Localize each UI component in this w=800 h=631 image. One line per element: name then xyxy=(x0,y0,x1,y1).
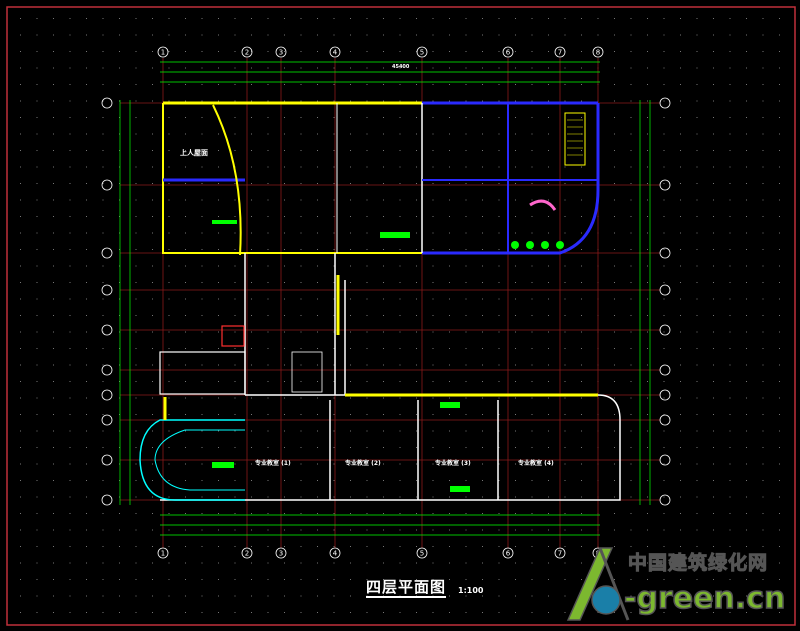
axis-bubble: 8 xyxy=(592,547,604,559)
axis-bubble: 2 xyxy=(241,46,253,58)
axis-bubble-row xyxy=(659,97,671,109)
axis-bubble-row xyxy=(101,494,113,506)
axis-bubble-row xyxy=(659,364,671,376)
axis-bubble: 3 xyxy=(275,547,287,559)
svg-text:4: 4 xyxy=(333,550,338,558)
svg-text:3: 3 xyxy=(279,49,283,57)
svg-text:7: 7 xyxy=(558,550,562,558)
axis-bubble: 7 xyxy=(554,46,566,58)
axis-bubble-row xyxy=(101,389,113,401)
overall-dimension: 45400 xyxy=(392,64,410,70)
axis-bubble: 5 xyxy=(416,46,428,58)
axis-bubble: 5 xyxy=(416,547,428,559)
axis-bubble: 3 xyxy=(275,46,287,58)
axis-bubble-row xyxy=(659,414,671,426)
room-label-classroom-4: 专业教室 (4) xyxy=(518,460,554,467)
room-label-classroom-2: 专业教室 (2) xyxy=(345,460,381,467)
svg-text:3: 3 xyxy=(279,550,283,558)
axis-bubble-row xyxy=(101,454,113,466)
axis-bubble-row xyxy=(659,324,671,336)
watermark-line1: 中国建筑绿化网 xyxy=(627,552,769,575)
svg-text:5: 5 xyxy=(420,550,424,558)
svg-text:5: 5 xyxy=(420,49,424,57)
axis-bubble-row xyxy=(659,284,671,296)
svg-text:6: 6 xyxy=(506,550,511,558)
axis-bubble: 4 xyxy=(329,547,341,559)
svg-text:8: 8 xyxy=(596,550,600,558)
axis-bubble-row xyxy=(101,364,113,376)
svg-text:6: 6 xyxy=(506,49,511,57)
svg-text:4: 4 xyxy=(333,49,338,57)
axis-bubble-row xyxy=(101,179,113,191)
axis-bubble: 4 xyxy=(329,46,341,58)
svg-text:2: 2 xyxy=(245,49,249,57)
axis-bubble-row xyxy=(101,97,113,109)
drawing-border xyxy=(6,6,796,626)
axis-bubble-row xyxy=(659,247,671,259)
svg-text:7: 7 xyxy=(558,49,562,57)
svg-text:2: 2 xyxy=(245,550,249,558)
room-label-classroom-1: 专业教室 (1) xyxy=(255,460,291,467)
room-label-roof-terrace: 上人屋面 xyxy=(180,149,208,157)
drawing-scale: 1:100 xyxy=(458,586,484,595)
axis-bubble: 2 xyxy=(241,547,253,559)
axis-bubble-row xyxy=(101,414,113,426)
axis-bubbles: 1 1 2 2 3 3 4 4 5 5 6 6 7 7 8 8 xyxy=(101,46,671,559)
svg-text:1: 1 xyxy=(161,550,165,558)
axis-bubble-row xyxy=(101,284,113,296)
axis-bubble-row xyxy=(659,454,671,466)
dimension-lines xyxy=(119,61,651,536)
room-label-classroom-3: 专业教室 (3) xyxy=(435,460,471,467)
axis-bubble-row xyxy=(101,324,113,336)
svg-text:1: 1 xyxy=(161,49,165,57)
axis-bubble-row xyxy=(101,247,113,259)
axis-bubble: 1 xyxy=(157,547,169,559)
axis-bubble: 1 xyxy=(157,46,169,58)
axis-bubble: 7 xyxy=(554,547,566,559)
axis-bubble-row xyxy=(659,494,671,506)
watermark-line2: -green.cn xyxy=(623,581,786,617)
axis-bubble: 6 xyxy=(502,547,514,559)
svg-text:8: 8 xyxy=(596,49,600,57)
axis-bubble-row xyxy=(659,389,671,401)
axis-bubble-row xyxy=(659,179,671,191)
snap-grid-dots xyxy=(20,18,780,613)
axis-bubble: 8 xyxy=(592,46,604,58)
axis-bubble: 6 xyxy=(502,46,514,58)
axis-grid-lines xyxy=(120,58,660,548)
walls xyxy=(139,101,621,501)
drawing-title: 四层平面图 xyxy=(366,578,447,598)
